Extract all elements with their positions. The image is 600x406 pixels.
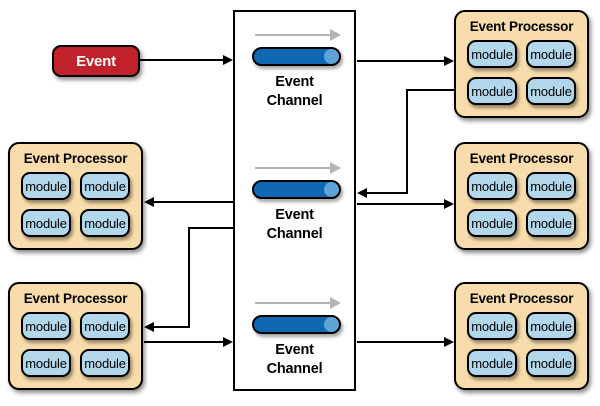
module: module: [80, 209, 130, 237]
module: module: [467, 209, 517, 237]
event-processor-right-top: Event Processor module module module mod…: [454, 10, 589, 118]
module: module: [467, 77, 517, 105]
channel-cylinder-icon: [252, 180, 341, 199]
event-channel-3: Event Channel: [233, 294, 356, 380]
connector-right-top-to-channel2-seg2: [406, 89, 408, 193]
channel-label: Event Channel: [266, 74, 323, 109]
module: module: [526, 77, 576, 105]
event-processor-right-middle: Event Processor module module module mod…: [454, 142, 589, 250]
module: module: [80, 172, 130, 200]
event-channel-1: Event Channel: [233, 26, 356, 112]
arrowhead-right-icon: [444, 56, 454, 66]
module: module: [526, 312, 576, 340]
module-grid: module module module module: [456, 166, 587, 237]
arrowhead-right-icon: [444, 199, 454, 209]
module-grid: module module module module: [10, 306, 141, 377]
channel-cylinder-icon: [252, 47, 341, 66]
module: module: [467, 40, 517, 68]
channel-label: Event Channel: [266, 342, 323, 377]
arrowhead-right-icon: [223, 337, 233, 347]
flow-arrow-icon: [255, 34, 330, 36]
module: module: [467, 172, 517, 200]
cylinder-cap-icon: [324, 49, 339, 64]
module: module: [21, 349, 71, 377]
module: module: [21, 209, 71, 237]
module: module: [21, 172, 71, 200]
module: module: [21, 312, 71, 340]
flow-arrowhead-icon: [330, 29, 341, 41]
arrowhead-left-icon: [144, 197, 154, 207]
module: module: [526, 172, 576, 200]
event-processor-right-bottom: Event Processor module module module mod…: [454, 282, 589, 390]
processor-title: Event Processor: [469, 19, 574, 34]
event-channel-2: Event Channel: [233, 159, 356, 245]
module-grid: module module module module: [456, 34, 587, 105]
flow-arrowhead-icon: [330, 297, 341, 309]
processor-title: Event Processor: [23, 151, 128, 166]
cylinder-cap-icon: [324, 317, 339, 332]
module: module: [467, 312, 517, 340]
arrowhead-left-icon: [144, 322, 154, 332]
module: module: [467, 349, 517, 377]
flow-arrow-icon: [255, 302, 330, 304]
event-source-label: Event: [76, 52, 116, 70]
connector-right-top-to-channel2-seg3: [366, 192, 408, 194]
module: module: [526, 40, 576, 68]
connector-channel2-to-right-middle: [357, 203, 445, 205]
module: module: [80, 349, 130, 377]
cylinder-cap-icon: [324, 182, 339, 197]
connector-channel2-to-left-middle: [153, 201, 233, 203]
channel-cylinder-icon: [252, 315, 341, 334]
processor-title: Event Processor: [469, 151, 574, 166]
module-grid: module module module module: [456, 306, 587, 377]
module-grid: module module module module: [10, 166, 141, 237]
channel-label: Event Channel: [266, 207, 323, 242]
event-processor-left-middle: Event Processor module module module mod…: [8, 142, 143, 250]
module: module: [80, 312, 130, 340]
connector-channel1-to-right-top: [357, 60, 445, 62]
connector-left-bottom-to-channel3: [144, 341, 224, 343]
processor-title: Event Processor: [23, 291, 128, 306]
event-source-box: Event: [52, 45, 140, 77]
connector-right-top-to-channel2-seg1: [407, 89, 454, 91]
connector-event-to-channels: [140, 59, 225, 61]
connector-channel2-to-left-bottom-seg2: [188, 227, 190, 328]
event-processor-left-bottom: Event Processor module module module mod…: [8, 282, 143, 390]
connector-channel3-to-right-bottom: [357, 341, 445, 343]
flow-arrowhead-icon: [330, 162, 341, 174]
module: module: [526, 209, 576, 237]
arrowhead-right-icon: [223, 55, 233, 65]
arrowhead-right-icon: [444, 337, 454, 347]
connector-channel2-to-left-bottom-seg1: [188, 227, 233, 229]
connector-channel2-to-left-bottom-seg3: [153, 326, 190, 328]
module: module: [526, 349, 576, 377]
flow-arrow-icon: [255, 167, 330, 169]
arrowhead-left-icon: [357, 188, 367, 198]
processor-title: Event Processor: [469, 291, 574, 306]
